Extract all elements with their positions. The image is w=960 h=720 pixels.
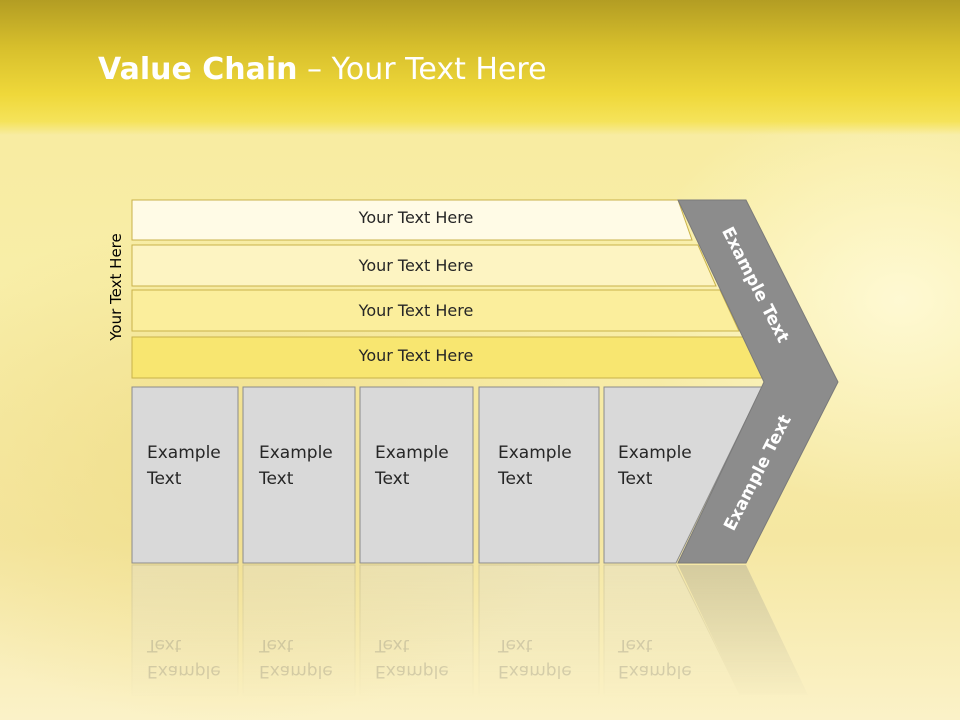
row-band-3[interactable] — [131, 289, 740, 332]
box-label-1: Example Text — [147, 443, 221, 489]
reflection-label-5: Example Text — [618, 635, 692, 681]
activity-box-3[interactable] — [359, 386, 474, 564]
row-label-2: Your Text Here — [358, 256, 474, 275]
reflection-label-2: Example Text — [259, 635, 333, 681]
row-label-1: Your Text Here — [358, 208, 474, 227]
row-band-1[interactable] — [131, 199, 693, 241]
reflection-label-1: Example Text — [147, 635, 221, 681]
margin-chevron[interactable] — [677, 199, 839, 564]
box-label-2: Example Text — [259, 443, 333, 489]
activity-box-1[interactable] — [131, 386, 239, 564]
reflection — [131, 564, 808, 696]
box-label-5: Example Text — [618, 443, 692, 489]
activity-box-4[interactable] — [478, 386, 600, 564]
box-label-3: Example Text — [375, 443, 449, 489]
box-label-4: Example Text — [498, 443, 572, 489]
row-label-4: Your Text Here — [358, 346, 474, 365]
slide-title: Value Chain – Your Text Here — [98, 52, 547, 87]
row-band-2[interactable] — [131, 244, 717, 287]
title-bold: Value Chain — [98, 52, 298, 87]
title-band — [0, 0, 960, 135]
reflection-label-3: Example Text — [375, 635, 449, 681]
activity-box-2[interactable] — [242, 386, 356, 564]
title-rest: – Your Text Here — [297, 52, 547, 87]
activity-box-5[interactable] — [603, 386, 763, 564]
row-label-3: Your Text Here — [358, 301, 474, 320]
reflection-label-4: Example Text — [498, 635, 572, 681]
